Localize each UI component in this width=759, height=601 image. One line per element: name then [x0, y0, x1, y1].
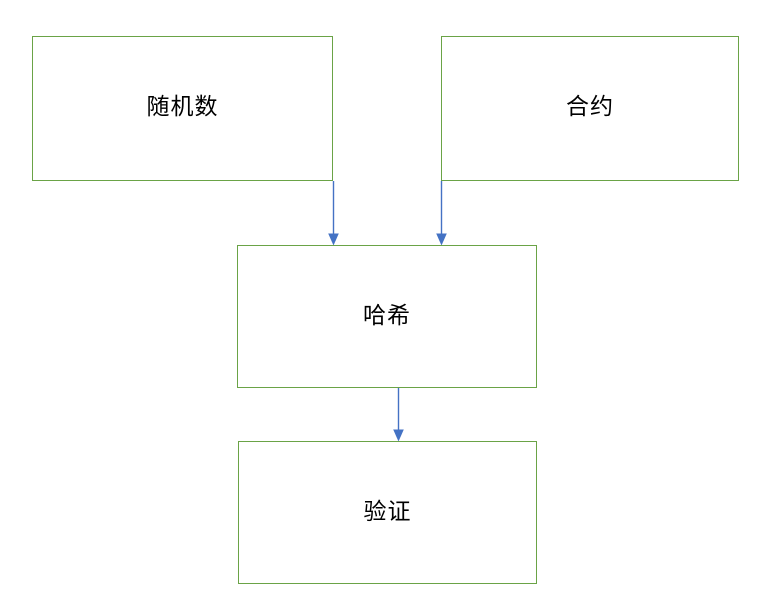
node-contract[interactable]: 合约 [441, 36, 739, 181]
edge-contract-to-hash [436, 181, 447, 246]
node-random-number[interactable]: 随机数 [32, 36, 333, 181]
node-label: 哈希 [363, 303, 411, 329]
node-label: 验证 [363, 499, 412, 525]
edge-random-to-hash [328, 181, 339, 246]
edge-hash-to-verify [393, 388, 404, 442]
node-label: 随机数 [146, 94, 219, 120]
node-label: 合约 [566, 94, 614, 120]
node-verification[interactable]: 验证 [238, 441, 537, 584]
node-hash[interactable]: 哈希 [237, 245, 537, 388]
